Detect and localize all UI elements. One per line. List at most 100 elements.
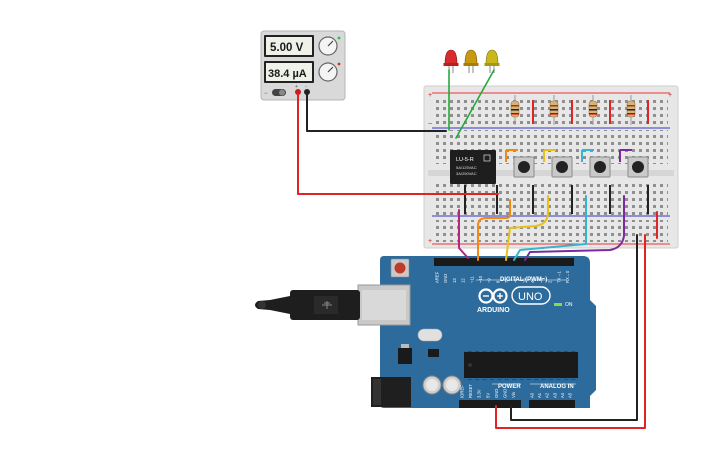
current-knob[interactable] (318, 62, 341, 82)
resistor-4[interactable] (626, 95, 636, 125)
pushbutton-row (513, 156, 649, 178)
digital-pin-label-13: 2 (548, 280, 553, 283)
center-channel (428, 170, 674, 176)
pushbutton-1[interactable] (513, 156, 535, 178)
analog-pin-label-4: A4 (560, 392, 565, 398)
relay-rating-2: 3A/250VAC (456, 171, 477, 176)
wire-psu-positive[interactable] (297, 93, 499, 195)
wire-arduino-5v[interactable] (495, 234, 646, 429)
digital-pin-label-1: GND (443, 274, 448, 283)
led-yellow[interactable] (484, 49, 500, 73)
wire-yellow[interactable] (505, 195, 549, 261)
usb-cable[interactable] (255, 290, 360, 320)
wire-purple[interactable] (524, 195, 625, 261)
pushbutton-2[interactable] (551, 156, 573, 178)
digital-pin-label-14: TX→1 (556, 270, 561, 283)
led-red[interactable] (443, 49, 459, 73)
breadboard[interactable]: + + − + (423, 85, 679, 249)
arduino-logo (478, 286, 551, 305)
power-pin-label-4: GND (494, 389, 499, 398)
analog-pin-label-0: A0 (530, 392, 535, 398)
board-model-label: UNO (518, 291, 543, 303)
barrel-jack[interactable] (371, 377, 411, 407)
rail-minus-mark: − (428, 121, 432, 128)
current-reading: 38.4 µA (268, 68, 307, 80)
capacitor-2 (442, 375, 462, 395)
on-led (554, 303, 562, 306)
resistor-3[interactable] (588, 95, 598, 125)
wires (297, 69, 658, 429)
reset-button[interactable] (390, 258, 410, 278)
relay-model-label: LU-5-R (456, 157, 474, 163)
negative-terminal-mark: - (305, 84, 307, 90)
bottom-power-rail-holes[interactable] (436, 220, 668, 242)
wire-orange[interactable] (477, 199, 511, 261)
analog-pin-label-5: A5 (568, 392, 573, 398)
top-rail-jumpers (532, 100, 649, 124)
power-pin-label-0: IOREF (460, 385, 465, 398)
analog-pin-label-2: A2 (545, 392, 550, 398)
capacitor-1 (422, 375, 442, 395)
power-pin-label-3: 5V (485, 393, 490, 398)
positive-terminal[interactable] (295, 89, 301, 95)
digital-pin-label-2: 13 (452, 278, 457, 283)
small-ic (428, 349, 439, 357)
atmega-chip (464, 350, 578, 380)
wire-psu-negative[interactable] (306, 93, 447, 132)
power-header-pins[interactable] (459, 400, 521, 408)
brand-label: ARDUINO (477, 307, 510, 314)
lower-terminal-strip[interactable] (436, 180, 668, 216)
current-display (266, 63, 312, 81)
wire-arduino-gnd[interactable] (510, 234, 638, 421)
on-label: ON (565, 302, 573, 308)
positive-terminal-mark: + (295, 84, 298, 90)
digital-pin-label-0: AREF (435, 271, 440, 283)
rail-plus-mark: + (428, 92, 432, 99)
power-header-label: POWER (498, 384, 521, 390)
voltage-reading: 5.00 V (270, 42, 304, 54)
analog-header-label: ANALOG IN (540, 384, 574, 390)
power-pin-label-6: Vin (511, 391, 516, 398)
digital-pin-label-4: ~11 (469, 276, 474, 283)
negative-terminal[interactable] (304, 89, 310, 95)
power-switch[interactable] (272, 89, 286, 96)
voltage-display (266, 37, 312, 55)
digital-header-pins[interactable] (434, 258, 574, 266)
ground-jumpers (464, 185, 649, 214)
usb-port[interactable] (357, 284, 411, 326)
digital-pin-label-3: 12 (461, 278, 466, 283)
voltage-knob[interactable] (318, 36, 341, 56)
digital-header-label: DIGITAL (PWM~) (500, 277, 547, 283)
analog-header-pins[interactable] (529, 400, 575, 408)
digital-pin-label-5: ~10 (478, 275, 483, 283)
pushbutton-4[interactable] (627, 156, 649, 178)
wire-cyan[interactable] (513, 195, 587, 261)
analog-pin-label-3: A3 (552, 392, 557, 398)
voltage-regulator (398, 348, 412, 364)
power-supply[interactable]: 5.00 V 38.4 µA − + - (260, 30, 346, 101)
analog-pin-label-1: A1 (537, 392, 542, 398)
led-group[interactable] (443, 49, 500, 73)
power-pin-label-5: GND (503, 389, 508, 398)
power-pin-label-2: 3.3V (477, 389, 482, 398)
resistor-1[interactable] (510, 95, 520, 125)
digital-pin-label-7: 8 (495, 280, 500, 283)
relay-rating-1: 5A/125VAC (456, 165, 477, 170)
rail-plus-mark-bottom: + (428, 238, 432, 245)
resistor-2[interactable] (549, 95, 559, 125)
wire-magenta[interactable] (458, 209, 469, 259)
relay[interactable]: LU-5-R 5A/125VAC 3A/250VAC (450, 150, 496, 184)
digital-pin-label-15: RX←0 (565, 270, 570, 283)
pushbutton-3[interactable] (589, 156, 611, 178)
wire-led-green-2[interactable] (455, 69, 495, 139)
button-jumpers (505, 149, 632, 162)
power-switch-mark: − (264, 91, 268, 97)
resistor-row (510, 95, 636, 125)
power-pin-label-1: RESET (468, 384, 473, 398)
led-amber[interactable] (463, 49, 479, 73)
